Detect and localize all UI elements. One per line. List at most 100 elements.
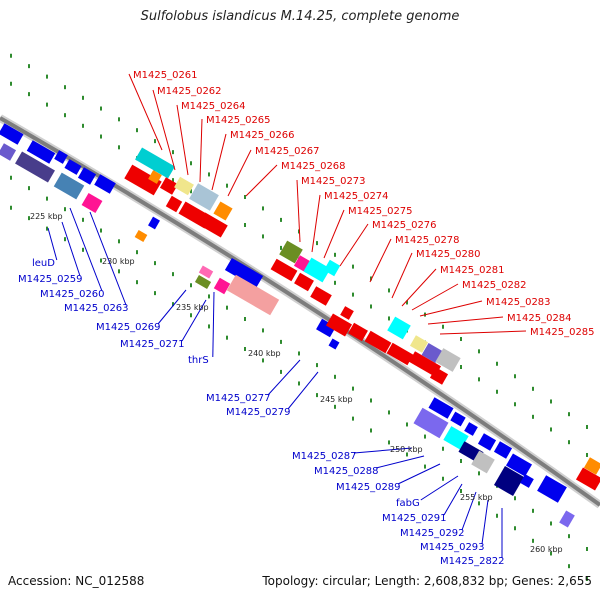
gene-feature (387, 316, 411, 340)
gene-feature (323, 259, 341, 277)
guide-dot (460, 365, 462, 370)
guide-dot (172, 150, 174, 155)
guide-dot (514, 526, 516, 531)
forward-gene-label: M1425_0278 (395, 235, 460, 246)
guide-dot (280, 369, 282, 374)
gene-feature (303, 257, 331, 283)
guide-dot (262, 206, 264, 211)
guide-dot (352, 416, 354, 421)
leader-line (391, 252, 413, 299)
scale-tick-label: 225 kbp (30, 212, 63, 221)
gene-feature (148, 216, 160, 230)
guide-dot (28, 92, 30, 97)
gene-feature (493, 465, 525, 497)
guide-dot (262, 234, 264, 239)
guide-dot (208, 324, 210, 329)
gene-feature (270, 258, 298, 282)
reverse-gene-label: M1425_0271 (120, 339, 185, 350)
gene-feature (198, 212, 228, 238)
guide-dot (316, 363, 318, 368)
guide-dot (118, 117, 120, 122)
guide-dot (10, 81, 12, 86)
leader-line (369, 238, 392, 283)
gene-feature (174, 176, 194, 196)
gene-feature (64, 159, 82, 175)
guide-dot (100, 258, 102, 263)
guide-dot (406, 422, 408, 427)
guide-dot (82, 217, 84, 222)
guide-dot (226, 305, 228, 310)
guide-dot (154, 261, 156, 266)
reverse-gene-label: M1425_0292 (400, 528, 465, 539)
guide-dot (496, 513, 498, 518)
guide-dot (334, 404, 336, 409)
forward-gene-label: M1425_0262 (157, 86, 222, 97)
guide-dot (478, 349, 480, 354)
guide-dot (550, 551, 552, 556)
guide-dot (424, 434, 426, 439)
guide-dot (586, 424, 588, 429)
reverse-gene-label: M1425_0260 (40, 289, 105, 300)
leader-line (69, 207, 103, 292)
guide-dot (478, 501, 480, 506)
gene-feature (26, 140, 56, 164)
gene-feature (316, 318, 336, 338)
guide-dot (46, 226, 48, 231)
gene-feature (520, 474, 534, 488)
gene-feature (224, 257, 264, 289)
guide-dot (280, 217, 282, 222)
guide-dot (262, 358, 264, 363)
guide-dot (514, 496, 516, 501)
forward-gene-label: M1425_0284 (507, 313, 572, 324)
guide-dot (442, 476, 444, 481)
leader-line (176, 104, 189, 176)
leader-line (420, 475, 459, 501)
guide-dot (550, 399, 552, 404)
reverse-gene-label: M1425_0279 (226, 407, 291, 418)
leader-line (397, 463, 441, 485)
map-title: Sulfolobus islandicus M.14.25, complete … (140, 9, 460, 24)
topology-text: Topology: circular; Length: 2,608,832 bp… (262, 574, 592, 588)
gene-feature (0, 143, 17, 161)
leader-line (439, 330, 527, 335)
forward-gene-label: M1425_0274 (324, 191, 389, 202)
scale-tick-label: 255 kbp (460, 493, 493, 502)
gene-feature (134, 230, 148, 242)
gene-feature (81, 192, 103, 214)
gene-feature (124, 164, 162, 196)
guide-dot (460, 337, 462, 342)
guide-dot (586, 546, 588, 551)
gene-feature (450, 411, 466, 427)
forward-gene-label: M1425_0267 (255, 146, 320, 157)
leader-line (443, 483, 463, 516)
forward-gene-label: M1425_0281 (440, 265, 505, 276)
guide-dot (64, 237, 66, 242)
reverse-gene-label: M1425_0263 (64, 303, 129, 314)
gene-feature (340, 306, 354, 320)
gene-features (0, 123, 600, 528)
guide-dot (370, 276, 372, 281)
guide-dot (136, 128, 138, 133)
guide-dot (82, 123, 84, 128)
guide-dot (244, 195, 246, 200)
guide-dot (10, 53, 12, 58)
guide-dot (280, 339, 282, 344)
guide-dot (190, 189, 192, 194)
reverse-gene-label: M1425_0287 (292, 451, 357, 462)
reverse-gene-label: M1425_0269 (96, 322, 161, 333)
leader-line (339, 223, 369, 267)
guide-dot (532, 414, 534, 419)
guide-dot (64, 85, 66, 90)
guide-dot (388, 316, 390, 321)
gene-feature (464, 422, 478, 436)
gene-feature (429, 367, 449, 385)
gene-feature (428, 397, 454, 419)
forward-gene-label: M1425_0266 (230, 130, 295, 141)
gene-feature (213, 277, 231, 295)
scale-tick-label: 245 kbp (320, 395, 353, 404)
scale-tick-label: 230 kbp (102, 257, 135, 266)
guide-dot (172, 178, 174, 183)
guide-dot (100, 106, 102, 111)
guide-dot (226, 335, 228, 340)
leader-line (296, 179, 301, 243)
